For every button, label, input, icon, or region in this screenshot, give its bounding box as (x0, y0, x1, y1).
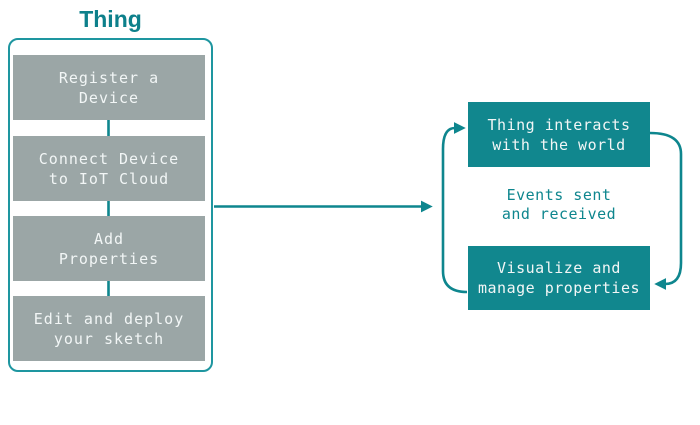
cycle-up-arrow (441, 122, 468, 294)
step-box-add-properties: Add Properties (13, 216, 205, 281)
step-box-edit-deploy-sketch: Edit and deploy your sketch (13, 296, 205, 361)
step-box-connect-device: Connect Device to IoT Cloud (13, 136, 205, 201)
cycle-label-events: Events sent and received (501, 186, 617, 223)
cycle-box-thing-interacts: Thing interacts with the world (468, 102, 650, 167)
thing-title: Thing (79, 6, 142, 32)
cycle-down-arrow (649, 131, 683, 290)
thing-container: Register a Device Connect Device to IoT … (8, 38, 213, 372)
cycle-box-visualize-properties: Visualize and manage properties (468, 246, 650, 310)
step-box-register-device: Register a Device (13, 55, 205, 120)
